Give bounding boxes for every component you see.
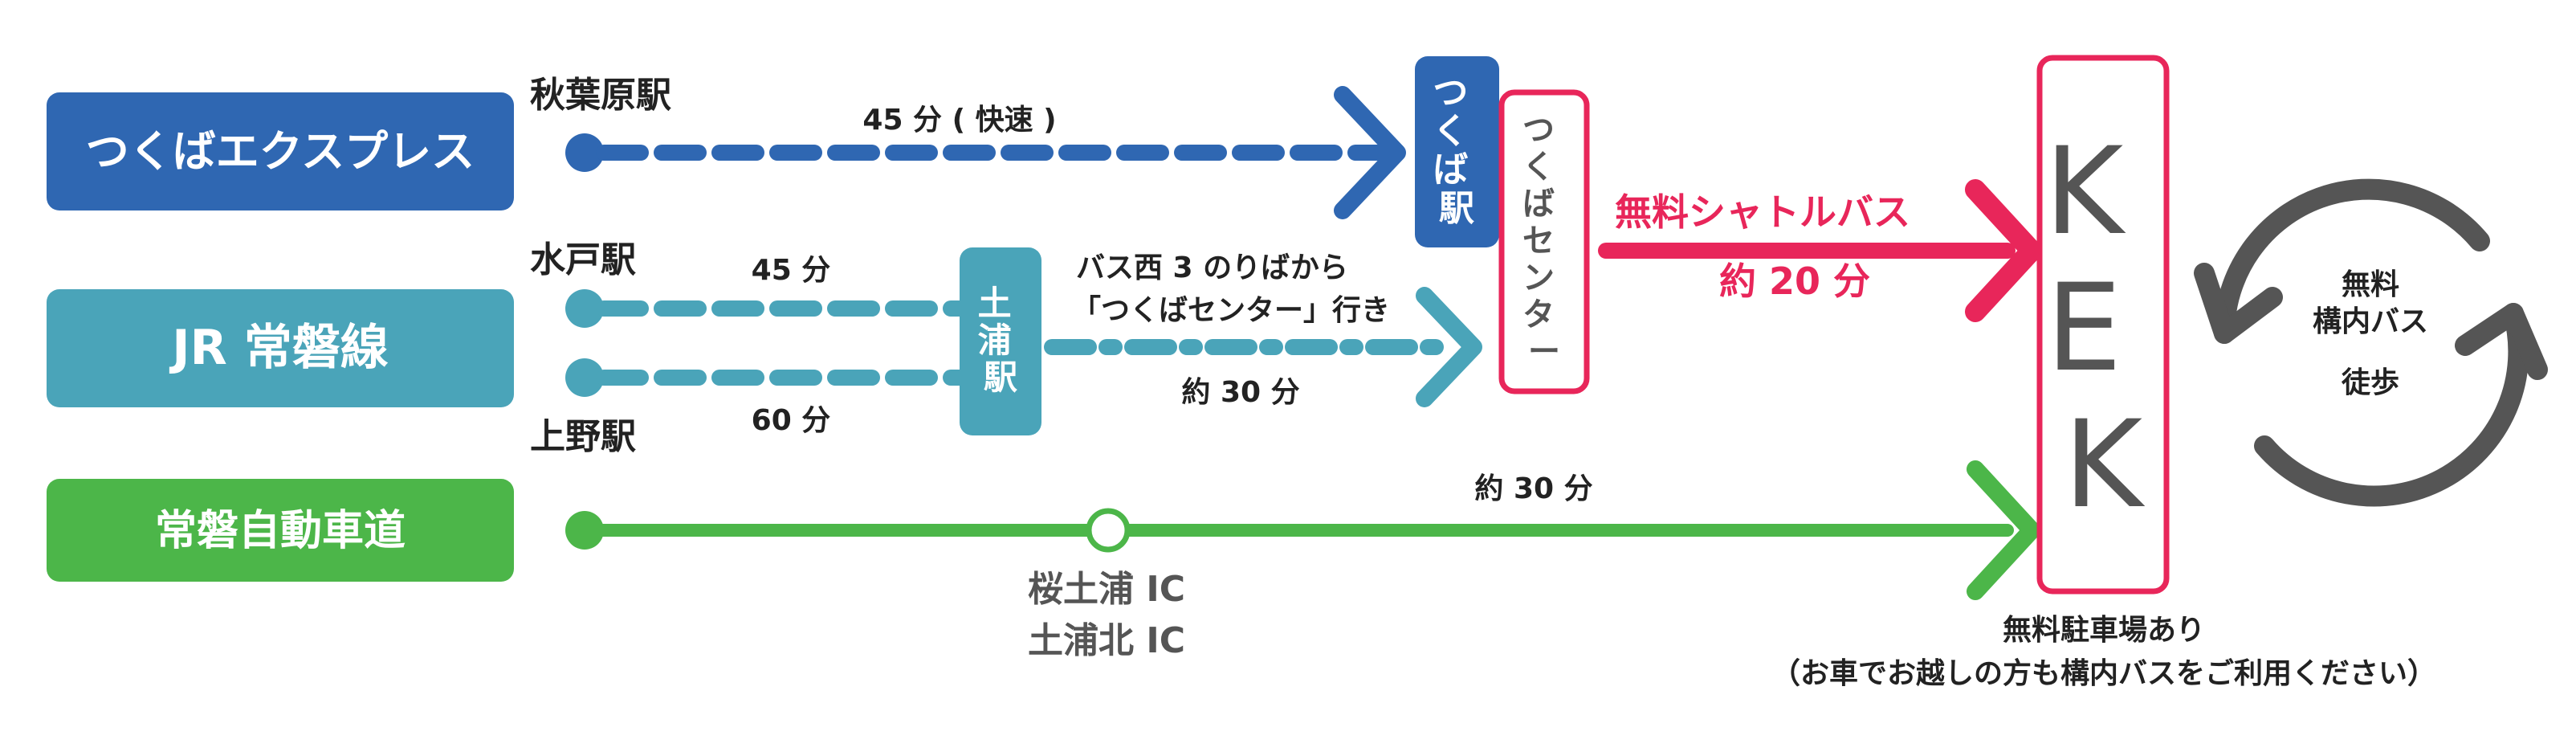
- parking-line2: （お車でお越しの方も構内バスをご利用ください）: [1771, 657, 2436, 690]
- interchange-1-label: 桜土浦 IC: [1028, 569, 1185, 610]
- route-jr-label: JR 常磐線: [169, 320, 388, 376]
- bus-line2-label: 「つくばセンター」行き: [1072, 294, 1390, 327]
- station-ueno-label: 上野駅: [530, 416, 636, 457]
- center-char-1: つ: [1522, 112, 1555, 149]
- center-char-7: ー: [1528, 333, 1560, 370]
- ueno-time-label: 60 分: [752, 404, 831, 437]
- route-highway-box: 常磐自動車道: [47, 479, 514, 582]
- kek-letter-3: K: [2064, 395, 2146, 535]
- tsukuba-station-box: つ く ば 駅: [1415, 56, 1499, 247]
- center-char-4: セ: [1522, 223, 1555, 260]
- center-char-3: ば: [1522, 186, 1555, 223]
- interchange-2-label: 土浦北 IC: [1028, 620, 1185, 661]
- tsukuba-char-2: く: [1433, 111, 1468, 152]
- shuttle-label: 無料シャトルバス: [1615, 190, 1910, 234]
- tx-time-label: 45 分 ( 快速 ): [862, 104, 1056, 137]
- bus-time-label: 約 30 分: [1181, 376, 1299, 409]
- center-char-2: く: [1522, 149, 1555, 186]
- tsukuba-char-1: つ: [1433, 72, 1468, 113]
- loop-arc-top: [2214, 178, 2490, 344]
- parking-line1: 無料駐車場あり: [2003, 614, 2205, 647]
- bus-arrow-head: [1416, 287, 1482, 407]
- akihabara-dot: [565, 133, 604, 172]
- mito-time-label: 45 分: [752, 254, 831, 287]
- center-char-5: ン: [1522, 260, 1555, 296]
- campus-label-2: 構内バス: [2313, 305, 2428, 338]
- station-mito-label: 水戸駅: [530, 239, 636, 280]
- loop-arc-bottom: [2254, 303, 2529, 507]
- loop-arrow-bottom: [2455, 303, 2548, 380]
- tsukuba-center-box: つ く ば セ ン タ ー: [1498, 89, 1590, 394]
- interchange-dot: [1086, 508, 1131, 553]
- mito-dot: [565, 289, 604, 328]
- kek-letter-2: E: [2046, 259, 2122, 398]
- highway-time-label: 約 30 分: [1474, 472, 1592, 505]
- tsuchiura-station-box: 土 浦 駅: [960, 247, 1041, 435]
- highway-arrow-head: [1967, 460, 2040, 600]
- svg-text:土 浦 駅: 土 浦 駅: [978, 284, 1024, 397]
- station-akihabara-label: 秋葉原駅: [530, 75, 671, 116]
- svg-text:K E K: K E K: [2044, 122, 2162, 535]
- loop-arrow-top: [2194, 263, 2283, 344]
- route-tx-label: つくばエクスプレス: [86, 126, 475, 177]
- campus-label-1: 無料: [2342, 268, 2399, 301]
- tsuchiura-char-2: 浦: [978, 321, 1012, 360]
- shuttle-arrow-head: [1965, 179, 2042, 322]
- tsuchiura-char-1: 土: [978, 284, 1012, 323]
- shuttle-time-label: 約 20 分: [1719, 260, 1870, 303]
- tsukuba-char-3: ば: [1433, 149, 1468, 190]
- ueno-dot: [565, 358, 604, 397]
- route-tx-box: つくばエクスプレス: [47, 92, 514, 210]
- center-char-6: タ: [1522, 296, 1555, 333]
- bus-line1-label: バス西 3 のりばから: [1076, 251, 1348, 284]
- kek-box: K E K: [2036, 55, 2170, 595]
- svg-text:つ く ば 駅: つ く ば 駅: [1433, 72, 1480, 229]
- campus-label-3: 徒歩: [2341, 366, 2399, 399]
- tsukuba-char-4: 駅: [1439, 188, 1474, 229]
- campus-loop-icon: [2194, 178, 2548, 507]
- route-highway-label: 常磐自動車道: [155, 507, 406, 555]
- kek-letter-1: K: [2044, 122, 2126, 262]
- tx-arrow-head: [1334, 86, 1406, 219]
- route-jr-box: JR 常磐線: [47, 289, 514, 407]
- tsuchiura-char-3: 駅: [984, 358, 1017, 397]
- svg-text:つ く ば セ: つ く ば セ ン タ ー: [1522, 112, 1566, 370]
